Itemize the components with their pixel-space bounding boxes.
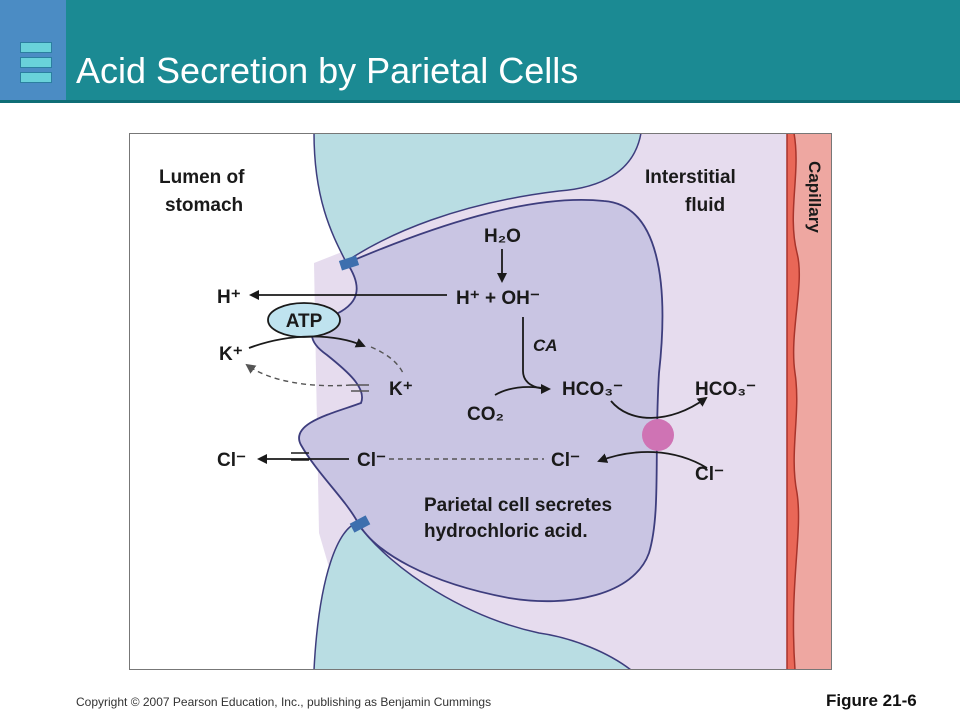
logo-bar-icon: [20, 42, 52, 53]
hco3-out-label: HCO₃⁻: [695, 379, 756, 400]
cl-import-arrow: [597, 451, 708, 469]
lumen-label-line1: Lumen of: [159, 167, 245, 188]
co2-label: CO₂: [467, 404, 504, 425]
header-rule: [0, 100, 960, 103]
parietal-cell: [298, 198, 664, 603]
hco3-export-arrow: [610, 396, 708, 419]
antiporter: [642, 419, 674, 451]
caption-line1: Parietal cell secretes: [424, 495, 612, 516]
cl-interstitial-label: Cl⁻: [695, 464, 724, 485]
figure-label: Figure 21-6: [826, 691, 917, 710]
lumen-label-line2: stomach: [165, 195, 243, 216]
tight-junction-top: [338, 255, 360, 271]
diagram-svg: Lumen of stomach Interstitial fluid Capi…: [129, 132, 832, 671]
parietal-cell-diagram: Lumen of stomach Interstitial fluid Capi…: [129, 132, 832, 671]
copyright-text: Copyright © 2007 Pearson Education, Inc.…: [76, 695, 492, 709]
atp-label: ATP: [286, 311, 323, 332]
logo-bar-icon: [20, 72, 52, 83]
hco3-in-label: HCO₃⁻: [562, 379, 623, 400]
capillary-label: Capillary: [805, 161, 824, 233]
slide-logo: [0, 0, 66, 100]
capillary-wall: [786, 132, 800, 671]
slide-header: [0, 0, 960, 100]
k-uptake-arrow: [248, 335, 366, 349]
h-oh-label: H⁺ + OH⁻: [456, 288, 540, 309]
k-in-label: K⁺: [389, 379, 413, 400]
cl-lumen-label: Cl⁻: [217, 450, 246, 471]
k-leak-arrow: [245, 363, 352, 387]
neighbor-cell-top: [313, 132, 642, 265]
caption-line2: hydrochloric acid.: [424, 521, 588, 542]
k-out-label: K⁺: [219, 344, 243, 365]
ca-label: CA: [533, 336, 558, 355]
co2-arrow: [494, 386, 550, 396]
cl-cell-left-label: Cl⁻: [357, 450, 386, 471]
slide-title: Acid Secretion by Parietal Cells: [76, 50, 579, 91]
logo-bar-icon: [20, 57, 52, 68]
interstitial-label-line1: Interstitial: [645, 167, 736, 188]
interstitial-label-line2: fluid: [685, 195, 725, 216]
h-out-label: H⁺: [217, 287, 241, 308]
k-uptake-dashed-tail: [370, 346, 404, 374]
cl-cell-right-label: Cl⁻: [551, 450, 580, 471]
neighbor-cell-bottom: [313, 522, 634, 671]
tight-junction-bottom: [349, 515, 371, 533]
figure-border: [129, 133, 832, 670]
h2o-label: H₂O: [484, 226, 521, 247]
